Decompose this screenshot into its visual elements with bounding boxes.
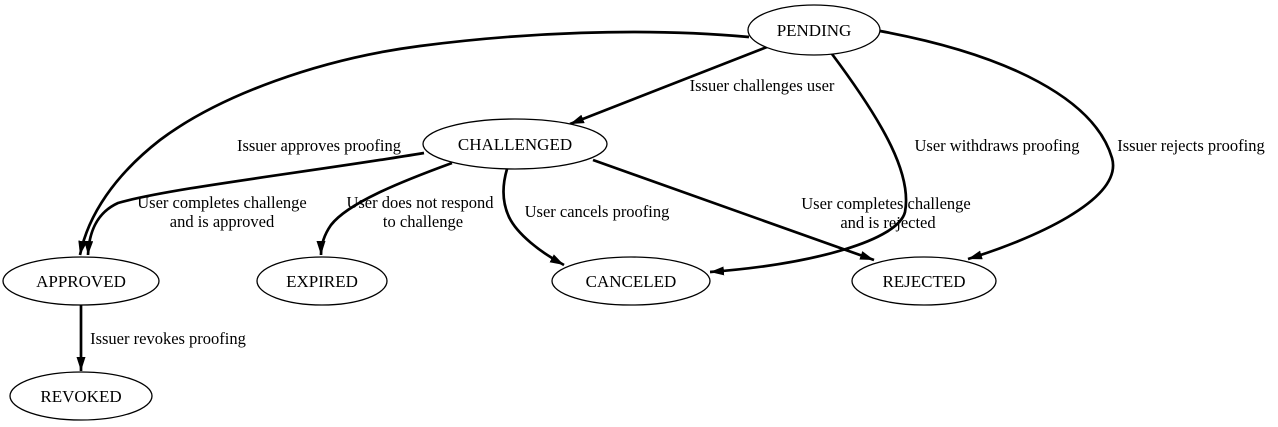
edge-label-user-completes-challenge-rejected-line2: and is rejected <box>840 213 936 232</box>
edges <box>76 29 1115 371</box>
state-ellipse-pending <box>747 4 881 56</box>
edge-label-issuer-approves-proofing: Issuer approves proofing <box>237 136 401 155</box>
state-node-rejected: REJECTED <box>851 256 997 306</box>
state-label-challenged: CHALLENGED <box>458 135 572 154</box>
state-ellipse-challenged <box>422 118 608 170</box>
state-label-rejected: REJECTED <box>882 272 965 291</box>
edge-labels: Issuer challenges user Issuer approves p… <box>90 76 1265 348</box>
state-label-revoked: REVOKED <box>40 387 121 406</box>
edge-label-user-cancels-proofing: User cancels proofing <box>525 202 670 221</box>
edge-pending-canceled <box>709 53 908 276</box>
edge-label-issuer-challenges-user: Issuer challenges user <box>690 76 835 95</box>
edge-challenged-rejected <box>592 158 875 262</box>
edge-pending-challenged <box>569 45 768 126</box>
edge-label-user-completes-challenge-approved-line1: User completes challenge <box>137 193 307 212</box>
state-ellipse-canceled <box>551 256 711 306</box>
edge-pending-approved <box>78 30 750 256</box>
state-node-approved: APPROVED <box>2 256 160 306</box>
edge-label-issuer-revokes-proofing: Issuer revokes proofing <box>90 329 246 348</box>
edge-label-issuer-rejects-proofing: Issuer rejects proofing <box>1117 136 1265 155</box>
edge-label-user-completes-challenge-rejected-line1: User completes challenge <box>801 194 971 213</box>
edge-pending-rejected <box>879 29 1115 261</box>
state-node-expired: EXPIRED <box>256 256 388 306</box>
state-node-canceled: CANCELED <box>551 256 711 306</box>
nodes: PENDING CHALLENGED APPROVED EXPIRED CANC… <box>2 4 997 421</box>
edge-label-user-completes-challenge-approved-line2: and is approved <box>170 212 275 231</box>
edge-label-user-does-not-respond-line2: to challenge <box>383 212 463 231</box>
state-label-expired: EXPIRED <box>286 272 358 291</box>
state-node-revoked: REVOKED <box>9 371 153 421</box>
edge-label-user-does-not-respond-line1: User does not respond <box>346 193 494 212</box>
state-node-pending: PENDING <box>747 4 881 56</box>
edge-label-user-withdraws-proofing: User withdraws proofing <box>915 136 1080 155</box>
state-node-challenged: CHALLENGED <box>422 118 608 170</box>
edge-challenged-canceled <box>502 168 565 267</box>
state-ellipse-revoked <box>9 371 153 421</box>
edge-challenged-approved <box>84 151 425 256</box>
state-label-canceled: CANCELED <box>586 272 677 291</box>
state-label-approved: APPROVED <box>36 272 126 291</box>
state-ellipse-approved <box>2 256 160 306</box>
state-ellipse-rejected <box>851 256 997 306</box>
edge-challenged-expired <box>316 161 453 256</box>
state-label-pending: PENDING <box>777 21 852 40</box>
state-ellipse-expired <box>256 256 388 306</box>
